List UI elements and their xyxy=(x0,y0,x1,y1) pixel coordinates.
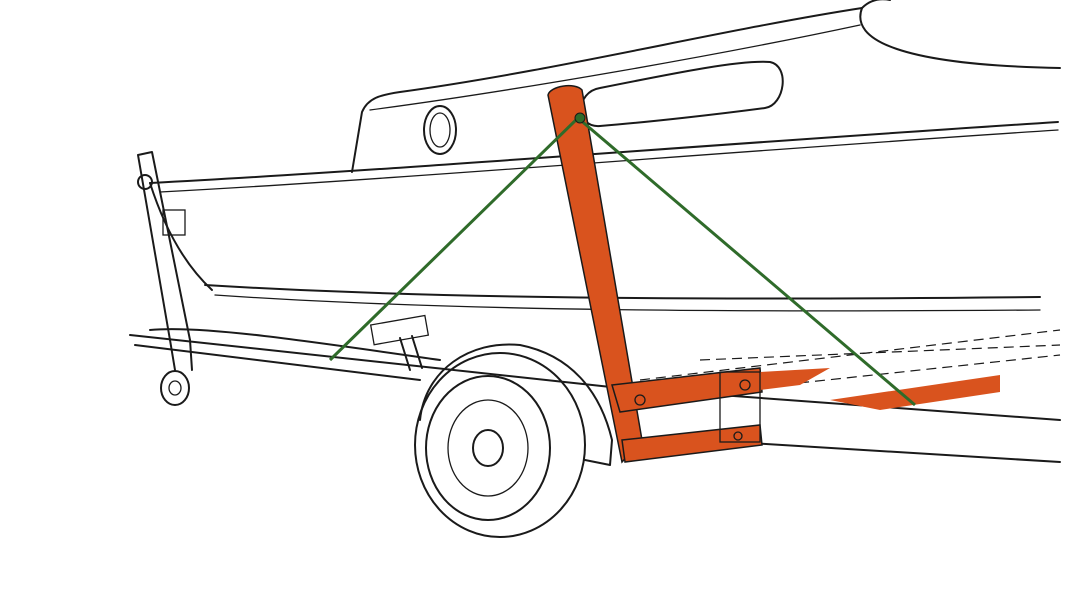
winch-post xyxy=(137,151,193,371)
trailer-wheel xyxy=(414,343,613,538)
cabin-window xyxy=(580,60,784,128)
mast-support-post xyxy=(547,84,1000,464)
jockey-wheel xyxy=(160,370,190,406)
porthole xyxy=(423,105,457,155)
guy-lines xyxy=(328,112,916,407)
